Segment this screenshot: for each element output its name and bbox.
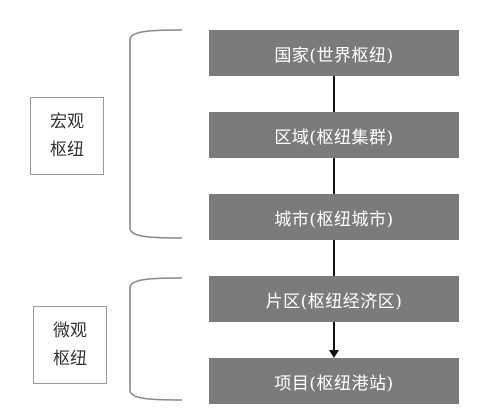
- macro-hub-label-line-2: 枢纽: [50, 140, 84, 160]
- level-national: 国家(世界枢纽): [209, 30, 459, 76]
- level-regional-text: 区域(枢纽集群): [274, 127, 394, 148]
- macro-bracket: [129, 29, 183, 239]
- arrowhead: [329, 350, 339, 358]
- micro-hub-label: 微观 枢纽: [33, 306, 107, 384]
- level-city: 城市(枢纽城市): [209, 194, 459, 240]
- micro-hub-label-line-1: 微观: [53, 321, 87, 341]
- level-project-text: 项目(枢纽港站): [274, 373, 394, 394]
- level-project: 项目(枢纽港站): [209, 358, 459, 404]
- level-city-text: 城市(枢纽城市): [274, 209, 394, 230]
- level-regional: 区域(枢纽集群): [209, 112, 459, 158]
- level-district-text: 片区(枢纽经济区): [265, 291, 403, 312]
- level-national-text: 国家(世界枢纽): [274, 45, 394, 66]
- macro-hub-label-line-1: 宏观: [50, 112, 84, 132]
- micro-hub-label-line-2: 枢纽: [53, 349, 87, 369]
- micro-bracket: [129, 277, 183, 401]
- level-district: 片区(枢纽经济区): [209, 276, 459, 322]
- macro-hub-label: 宏观 枢纽: [30, 97, 104, 175]
